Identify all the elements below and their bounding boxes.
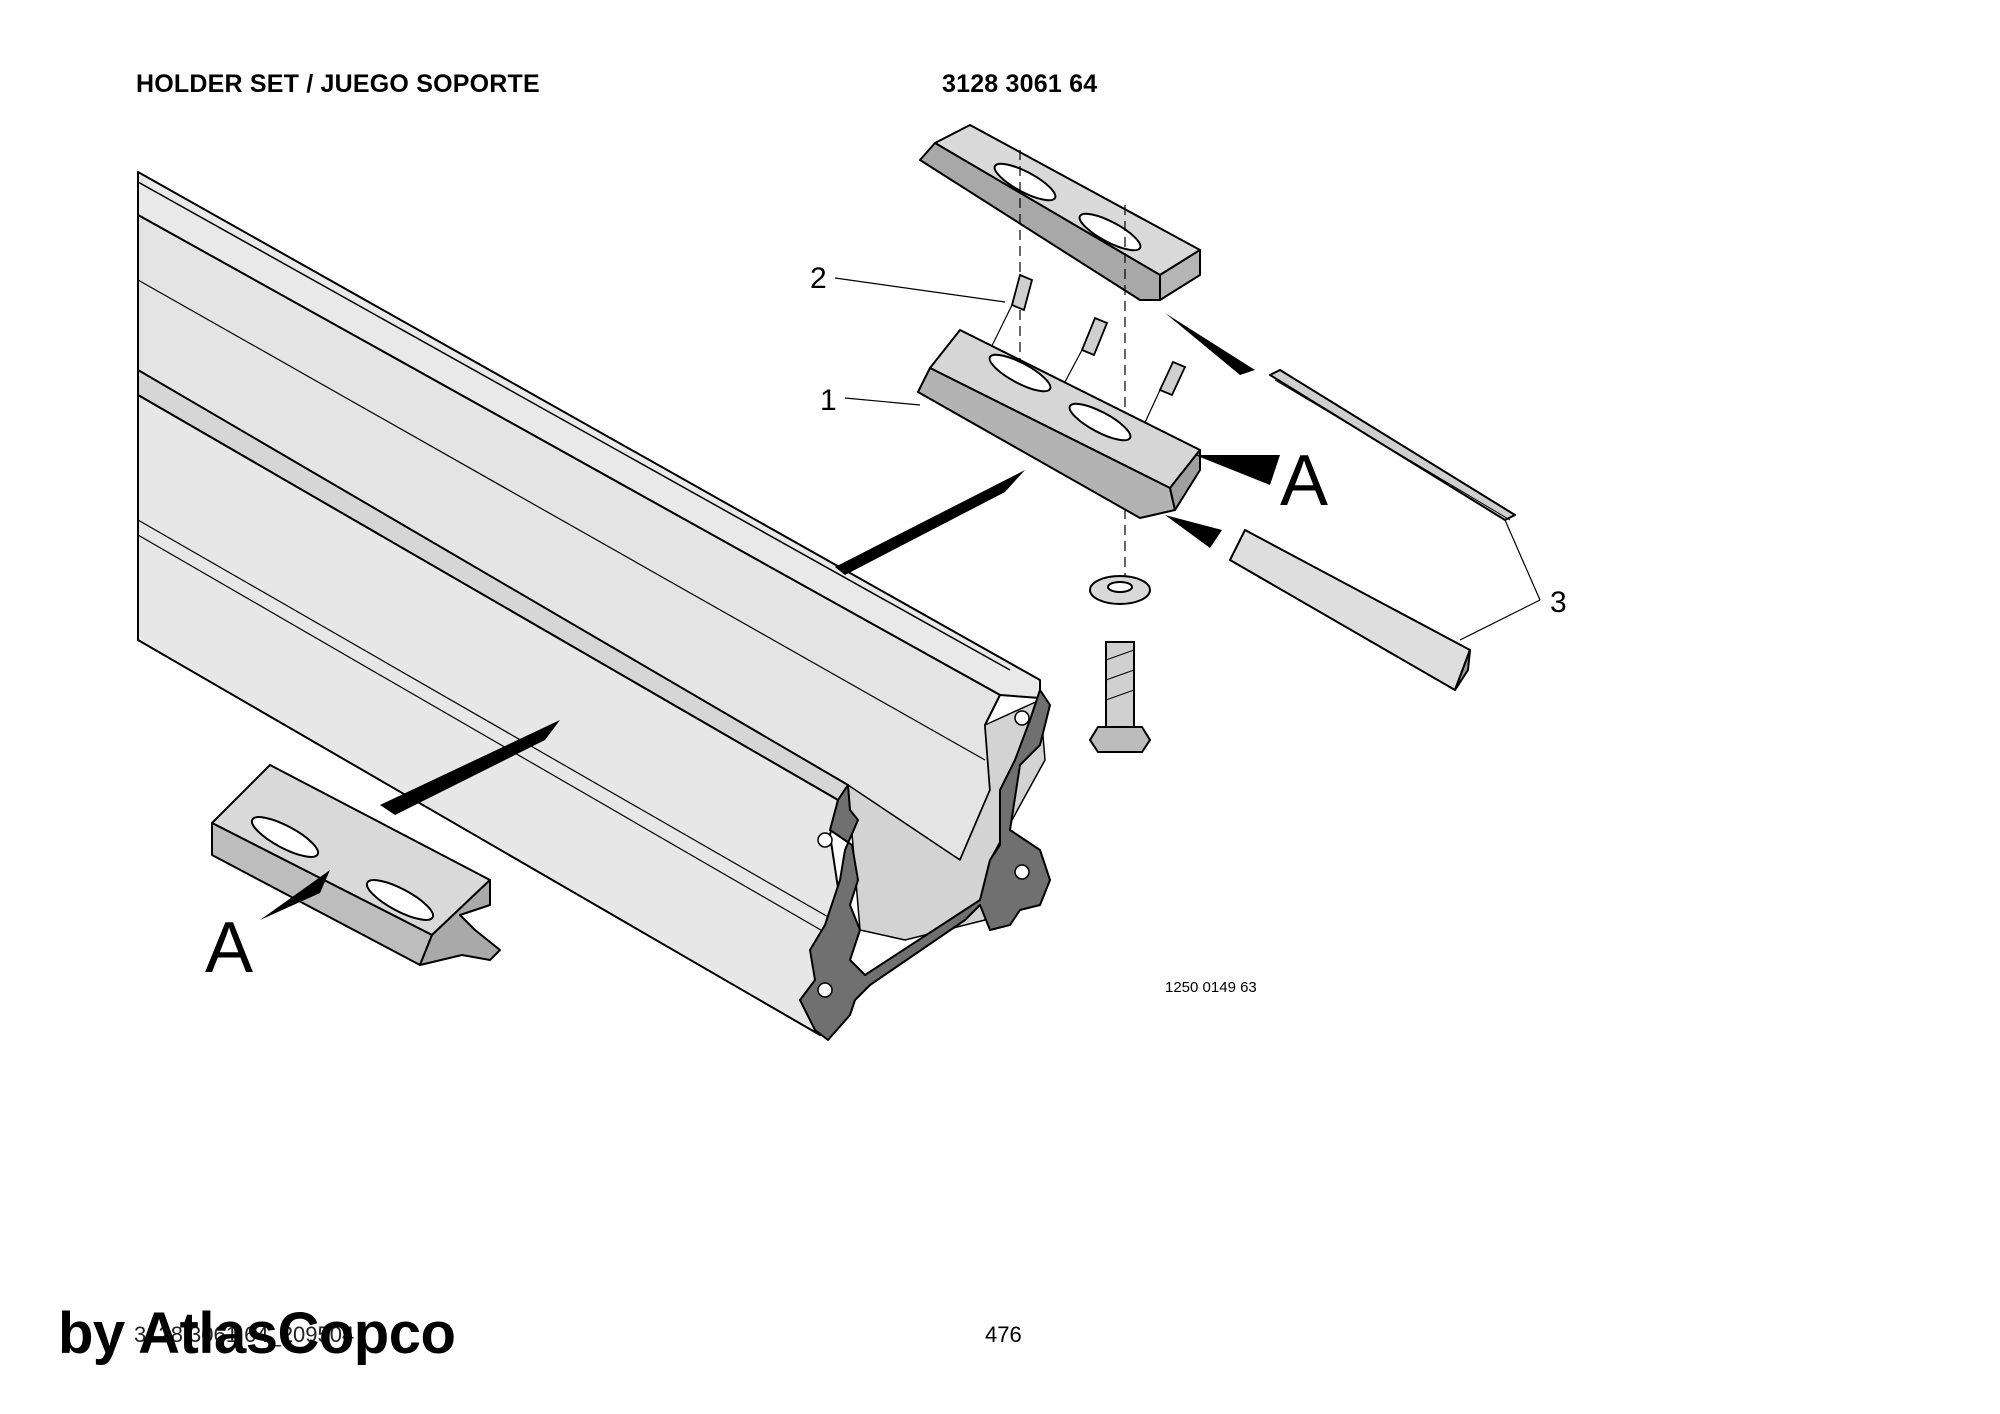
- strip-parts: [1229, 369, 1516, 691]
- footer-document-code: 3128 3061 64_209504: [134, 1322, 355, 1347]
- rail-channel-floor: [847, 699, 1046, 941]
- atlas-copco-watermark: by AtlasCopco: [58, 1301, 456, 1366]
- detail-a-label-bottom: A: [205, 908, 253, 988]
- thin-strip: [1269, 369, 1516, 521]
- page-number: 476: [985, 1322, 1022, 1347]
- callout-3: 3: [1550, 586, 1567, 619]
- detail-a-pointers: [260, 455, 1280, 920]
- direction-arrows: [380, 313, 1255, 815]
- arrow-detail-to-rail: [380, 720, 560, 815]
- washer-and-bolt: [1088, 575, 1152, 753]
- detail-a-holder: [211, 764, 501, 966]
- detail-a-label-top: A: [1280, 441, 1328, 521]
- arrow-top-plate: [1165, 313, 1255, 375]
- bolt-head: [1088, 726, 1152, 753]
- arrow-holder-to-rail: [835, 470, 1025, 575]
- cover-strip: [1229, 529, 1471, 691]
- arrow-cover: [1165, 515, 1222, 548]
- rail-profile: [137, 171, 1051, 1041]
- main-holder: [917, 329, 1201, 519]
- top-holder-plate: [919, 124, 1201, 301]
- part-number: 3128 3061 64: [942, 70, 1098, 98]
- page-title: HOLDER SET / JUEGO SOPORTE: [136, 70, 540, 98]
- rail-end-section: [799, 689, 1051, 1041]
- callout-2: 2: [810, 262, 827, 295]
- callout-1: 1: [820, 384, 837, 417]
- callout-leaders: [834, 277, 1541, 641]
- assembly-axis-lines: [1019, 150, 1126, 590]
- drawing-number: 1250 0149 63: [1165, 979, 1257, 996]
